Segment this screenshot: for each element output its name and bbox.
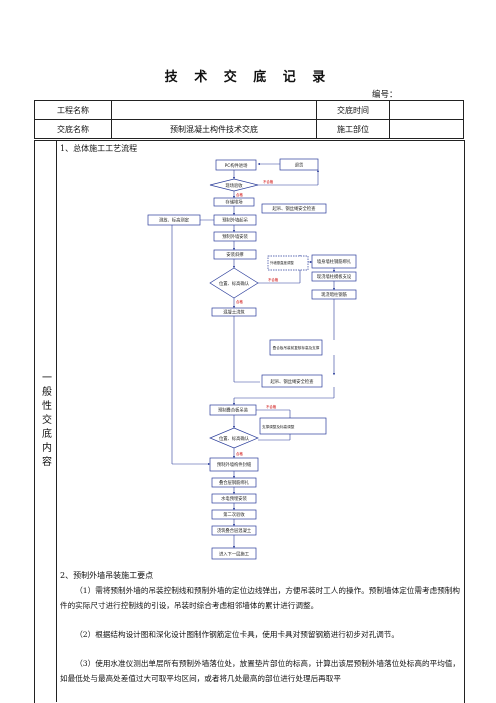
table-row: 交底名称 预制混凝土构件技术交底 施工部位 xyxy=(34,119,464,139)
side-label-cell: 一般性交底内容 xyxy=(34,140,57,702)
flow-node-hoist: 预制外墙起吊 xyxy=(213,214,257,226)
paragraph-1: （1）需将预制外墙的吊装控制线和预制外墙的定位边线弹出，方便吊装时工人的操作。预… xyxy=(60,586,460,610)
svg-text:现浇墙柱模板支设: 现浇墙柱模板支设 xyxy=(317,273,352,280)
header-table: 工程名称 交底时间 交底名称 预制混凝土构件技术交底 施工部位 xyxy=(34,100,464,139)
flow-node-slab-note: 叠合板吊装前复核标高及支撑 xyxy=(269,339,323,356)
svg-text:第二次验收: 第二次验收 xyxy=(223,511,245,518)
flow-node-right3: 现浇暗柱钢筋 xyxy=(311,289,357,300)
flow-node-level: 位置、标高确认 xyxy=(209,267,259,299)
flow-node-fix: 混凝土浇筑 xyxy=(211,307,257,317)
side-label: 一般性交底内容 xyxy=(39,372,51,470)
pass-label-2: 合格 xyxy=(236,299,243,304)
flow-node-store: 存储堆场 xyxy=(213,197,255,207)
svg-text:混凝土浇筑: 混凝土浇筑 xyxy=(223,309,245,316)
flow-node-a1: 叠合层钢筋绑扎 xyxy=(211,477,257,488)
svg-text:外墙垂直度调整: 外墙垂直度调整 xyxy=(270,260,294,265)
svg-text:起吊、钢丝绳安全检查: 起吊、钢丝绳安全检查 xyxy=(273,205,317,212)
section1-title: 1、总体施工工艺流程 xyxy=(60,144,138,153)
svg-text:预制外墙安装: 预制外墙安装 xyxy=(222,233,248,240)
flow-node-a5: 进入下一层施工 xyxy=(211,547,257,560)
flow-node-anchor: 安装斜撑 xyxy=(213,249,257,260)
svg-text:位置、标高确认: 位置、标高确认 xyxy=(219,435,250,442)
svg-text:水电预埋安装: 水电预埋安装 xyxy=(221,495,247,502)
flow-node-check2: 起吊、钢丝绳安全检查 xyxy=(261,374,323,388)
svg-text:安装斜撑: 安装斜撑 xyxy=(226,251,244,258)
flow-node-install: 预制外墙安装 xyxy=(213,231,257,242)
svg-text:浇筑叠合层混凝土: 浇筑叠合层混凝土 xyxy=(217,527,252,534)
pass-label: 合格 xyxy=(236,192,243,197)
flow-node-adjust-note2: 支撑调整及标高调整 xyxy=(259,417,327,435)
doc-number-label: 编号： xyxy=(372,90,398,100)
flow-node-adjust-note: 外墙垂直度调整 xyxy=(267,255,309,271)
fail-label-2: 不合格 xyxy=(268,277,279,282)
svg-text:进入下一层施工: 进入下一层施工 xyxy=(219,551,250,558)
flow-node-check1: 起吊、钢丝绳安全检查 xyxy=(261,203,327,214)
svg-text:预制叠合板吊装: 预制叠合板吊装 xyxy=(218,407,249,414)
svg-text:位置、标高确认: 位置、标高确认 xyxy=(219,280,250,287)
flow-node-slab: 预制叠合板吊装 xyxy=(209,404,257,416)
flow-node-a4: 浇筑叠合层混凝土 xyxy=(211,525,257,536)
svg-text:叠合板吊装前复核标高及支撑: 叠合板吊装前复核标高及支撑 xyxy=(273,345,320,350)
paragraph-3: （3）使用水准仪测出单层所有预制外墙落位处，放置垫片部位的标高，计算出该层预制外… xyxy=(60,659,460,683)
construction-part-value xyxy=(389,119,464,139)
svg-text:起吊、钢丝绳安全检查: 起吊、钢丝绳安全检查 xyxy=(271,378,315,385)
svg-text:支撑调整及标高调整: 支撑调整及标高调整 xyxy=(262,424,295,429)
svg-text:PC构件进场: PC构件进场 xyxy=(225,162,248,169)
fail-label: 不合格 xyxy=(263,179,274,184)
flow-node-layout: 测放、标高测定 xyxy=(147,214,201,226)
flow-node-right1: 墙身墙柱钢筋绑扎 xyxy=(311,254,357,269)
flow-node-slab-rebar: 预制外墙构件封缝 xyxy=(209,457,259,472)
flow-node-a2: 水电预埋安装 xyxy=(211,493,257,504)
svg-text:现场验收: 现场验收 xyxy=(225,182,243,189)
document-title: 技 术 交 底 记 录 xyxy=(164,70,332,85)
svg-text:测放、标高测定: 测放、标高测定 xyxy=(159,217,190,224)
flow-node-right2: 现浇墙柱模板支设 xyxy=(311,271,357,282)
content-frame xyxy=(34,140,465,703)
flow-node-a3: 第二次验收 xyxy=(211,509,257,520)
handover-name-label: 交底名称 xyxy=(34,119,112,139)
svg-text:退货: 退货 xyxy=(295,162,304,169)
flow-node-level2: 位置、标高确认 xyxy=(209,427,259,449)
svg-text:现浇暗柱钢筋: 现浇暗柱钢筋 xyxy=(321,291,347,298)
svg-text:叠合层钢筋绑扎: 叠合层钢筋绑扎 xyxy=(219,479,250,486)
flow-connectors xyxy=(171,162,336,549)
svg-text:墙身墙柱钢筋绑扎: 墙身墙柱钢筋绑扎 xyxy=(317,258,352,265)
handover-name-value: 预制混凝土构件技术交底 xyxy=(111,119,317,139)
svg-text:预制外墙构件封缝: 预制外墙构件封缝 xyxy=(217,461,252,468)
flow-node-inspect: 现场验收 xyxy=(209,178,259,192)
svg-text:存储堆场: 存储堆场 xyxy=(225,199,243,206)
pass-label-3: 合格 xyxy=(236,451,243,456)
fail-label-3: 不合格 xyxy=(266,404,277,409)
paragraph-2: （2）根据结构设计图和深化设计图制作钢筋定位卡具，使用卡具对预留钢筋进行初步对孔… xyxy=(75,630,399,639)
section2-title: 2、预制外墙吊装施工要点 xyxy=(60,571,154,580)
svg-text:预制外墙起吊: 预制外墙起吊 xyxy=(222,217,248,224)
flow-node-return: 退货 xyxy=(279,158,319,171)
flow-node-start: PC构件进场 xyxy=(215,159,257,171)
